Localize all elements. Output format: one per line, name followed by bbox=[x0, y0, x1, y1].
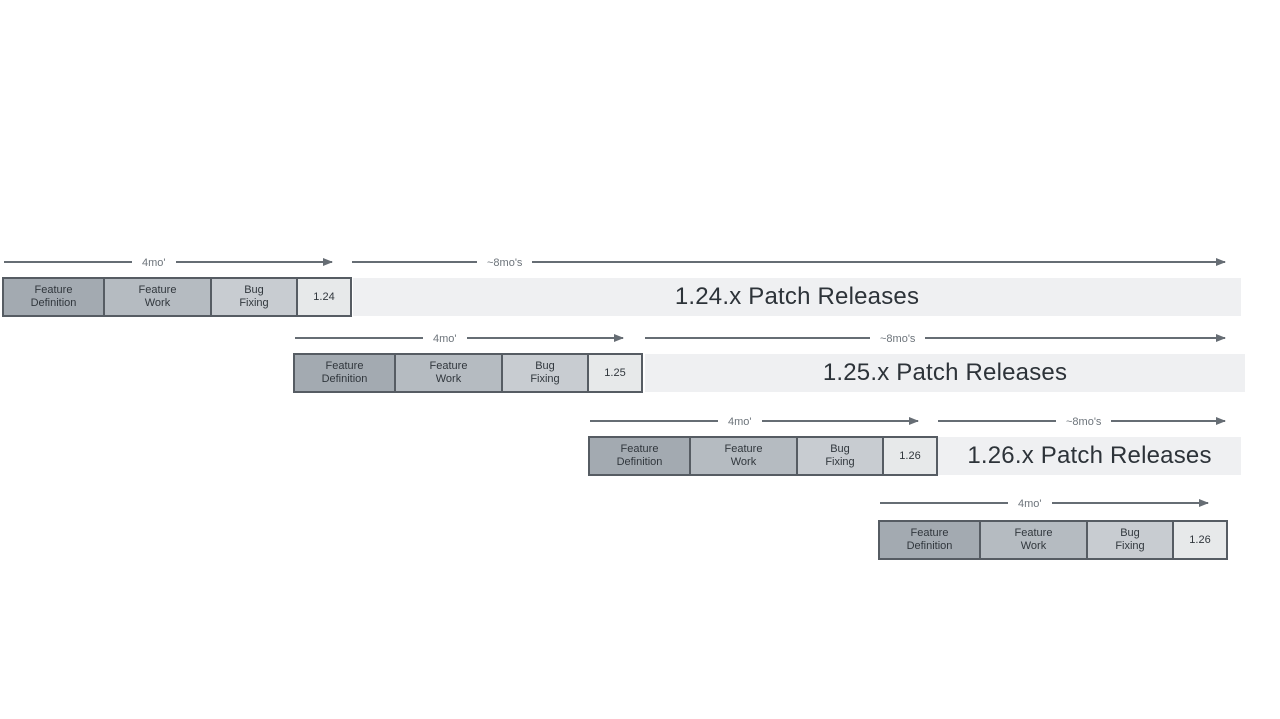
patch-releases-bar: 1.25.x Patch Releases bbox=[645, 354, 1245, 392]
release-row-1-24-stages: Feature Definition Feature Work Bug Fixi… bbox=[2, 277, 352, 317]
stage-feature-definition: Feature Definition bbox=[590, 438, 689, 474]
stage-feature-work: Feature Work bbox=[689, 438, 796, 474]
dev-duration-label: 4mo' bbox=[1018, 498, 1042, 510]
patch-duration-label: ~8mo's bbox=[880, 333, 916, 345]
arrow-line-with-head bbox=[466, 334, 624, 342]
patch-releases-bar: 1.24.x Patch Releases bbox=[353, 278, 1241, 316]
stage-bug-fixing: Bug Fixing bbox=[796, 438, 882, 474]
version-box: 1.25 bbox=[587, 355, 641, 391]
arrow-line-with-head bbox=[532, 258, 1226, 266]
patch-duration-label: ~8mo's bbox=[487, 257, 523, 269]
version-box: 1.24 bbox=[296, 279, 350, 315]
stage-feature-definition: Feature Definition bbox=[295, 355, 394, 391]
patch-duration-arrow: ~8mo's bbox=[645, 332, 1226, 348]
patch-releases-bar: 1.26.x Patch Releases bbox=[938, 437, 1241, 475]
dev-duration-label: 4mo' bbox=[433, 333, 457, 345]
arrow-line bbox=[4, 261, 132, 263]
patch-duration-arrow: ~8mo's bbox=[938, 415, 1226, 431]
stage-feature-definition: Feature Definition bbox=[880, 522, 979, 558]
dev-duration-arrow: 4mo' bbox=[295, 332, 624, 348]
arrow-line bbox=[880, 502, 1008, 504]
arrow-line bbox=[295, 337, 423, 339]
patch-duration-label: ~8mo's bbox=[1066, 416, 1102, 428]
stage-feature-definition: Feature Definition bbox=[4, 279, 103, 315]
version-box: 1.26 bbox=[1172, 522, 1226, 558]
arrow-line bbox=[938, 420, 1056, 422]
arrow-line bbox=[645, 337, 870, 339]
version-box: 1.26 bbox=[882, 438, 936, 474]
dev-duration-arrow: 4mo' bbox=[4, 256, 333, 272]
stage-feature-work: Feature Work bbox=[394, 355, 501, 391]
release-row-1-26-stages: Feature Definition Feature Work Bug Fixi… bbox=[588, 436, 938, 476]
release-row-next-stages: Feature Definition Feature Work Bug Fixi… bbox=[878, 520, 1228, 560]
stage-bug-fixing: Bug Fixing bbox=[1086, 522, 1172, 558]
dev-duration-arrow: 4mo' bbox=[880, 497, 1209, 513]
arrow-line-with-head bbox=[925, 334, 1226, 342]
patch-duration-arrow: ~8mo's bbox=[352, 256, 1226, 272]
arrow-line-with-head bbox=[1111, 417, 1226, 425]
arrow-line bbox=[590, 420, 718, 422]
dev-duration-label: 4mo' bbox=[728, 416, 752, 428]
stage-bug-fixing: Bug Fixing bbox=[210, 279, 296, 315]
stage-feature-work: Feature Work bbox=[979, 522, 1086, 558]
arrow-line bbox=[352, 261, 477, 263]
release-row-1-25-stages: Feature Definition Feature Work Bug Fixi… bbox=[293, 353, 643, 393]
arrow-line-with-head bbox=[1051, 499, 1209, 507]
stage-feature-work: Feature Work bbox=[103, 279, 210, 315]
dev-duration-arrow: 4mo' bbox=[590, 415, 919, 431]
arrow-line-with-head bbox=[175, 258, 333, 266]
dev-duration-label: 4mo' bbox=[142, 257, 166, 269]
stage-bug-fixing: Bug Fixing bbox=[501, 355, 587, 391]
arrow-line-with-head bbox=[761, 417, 919, 425]
